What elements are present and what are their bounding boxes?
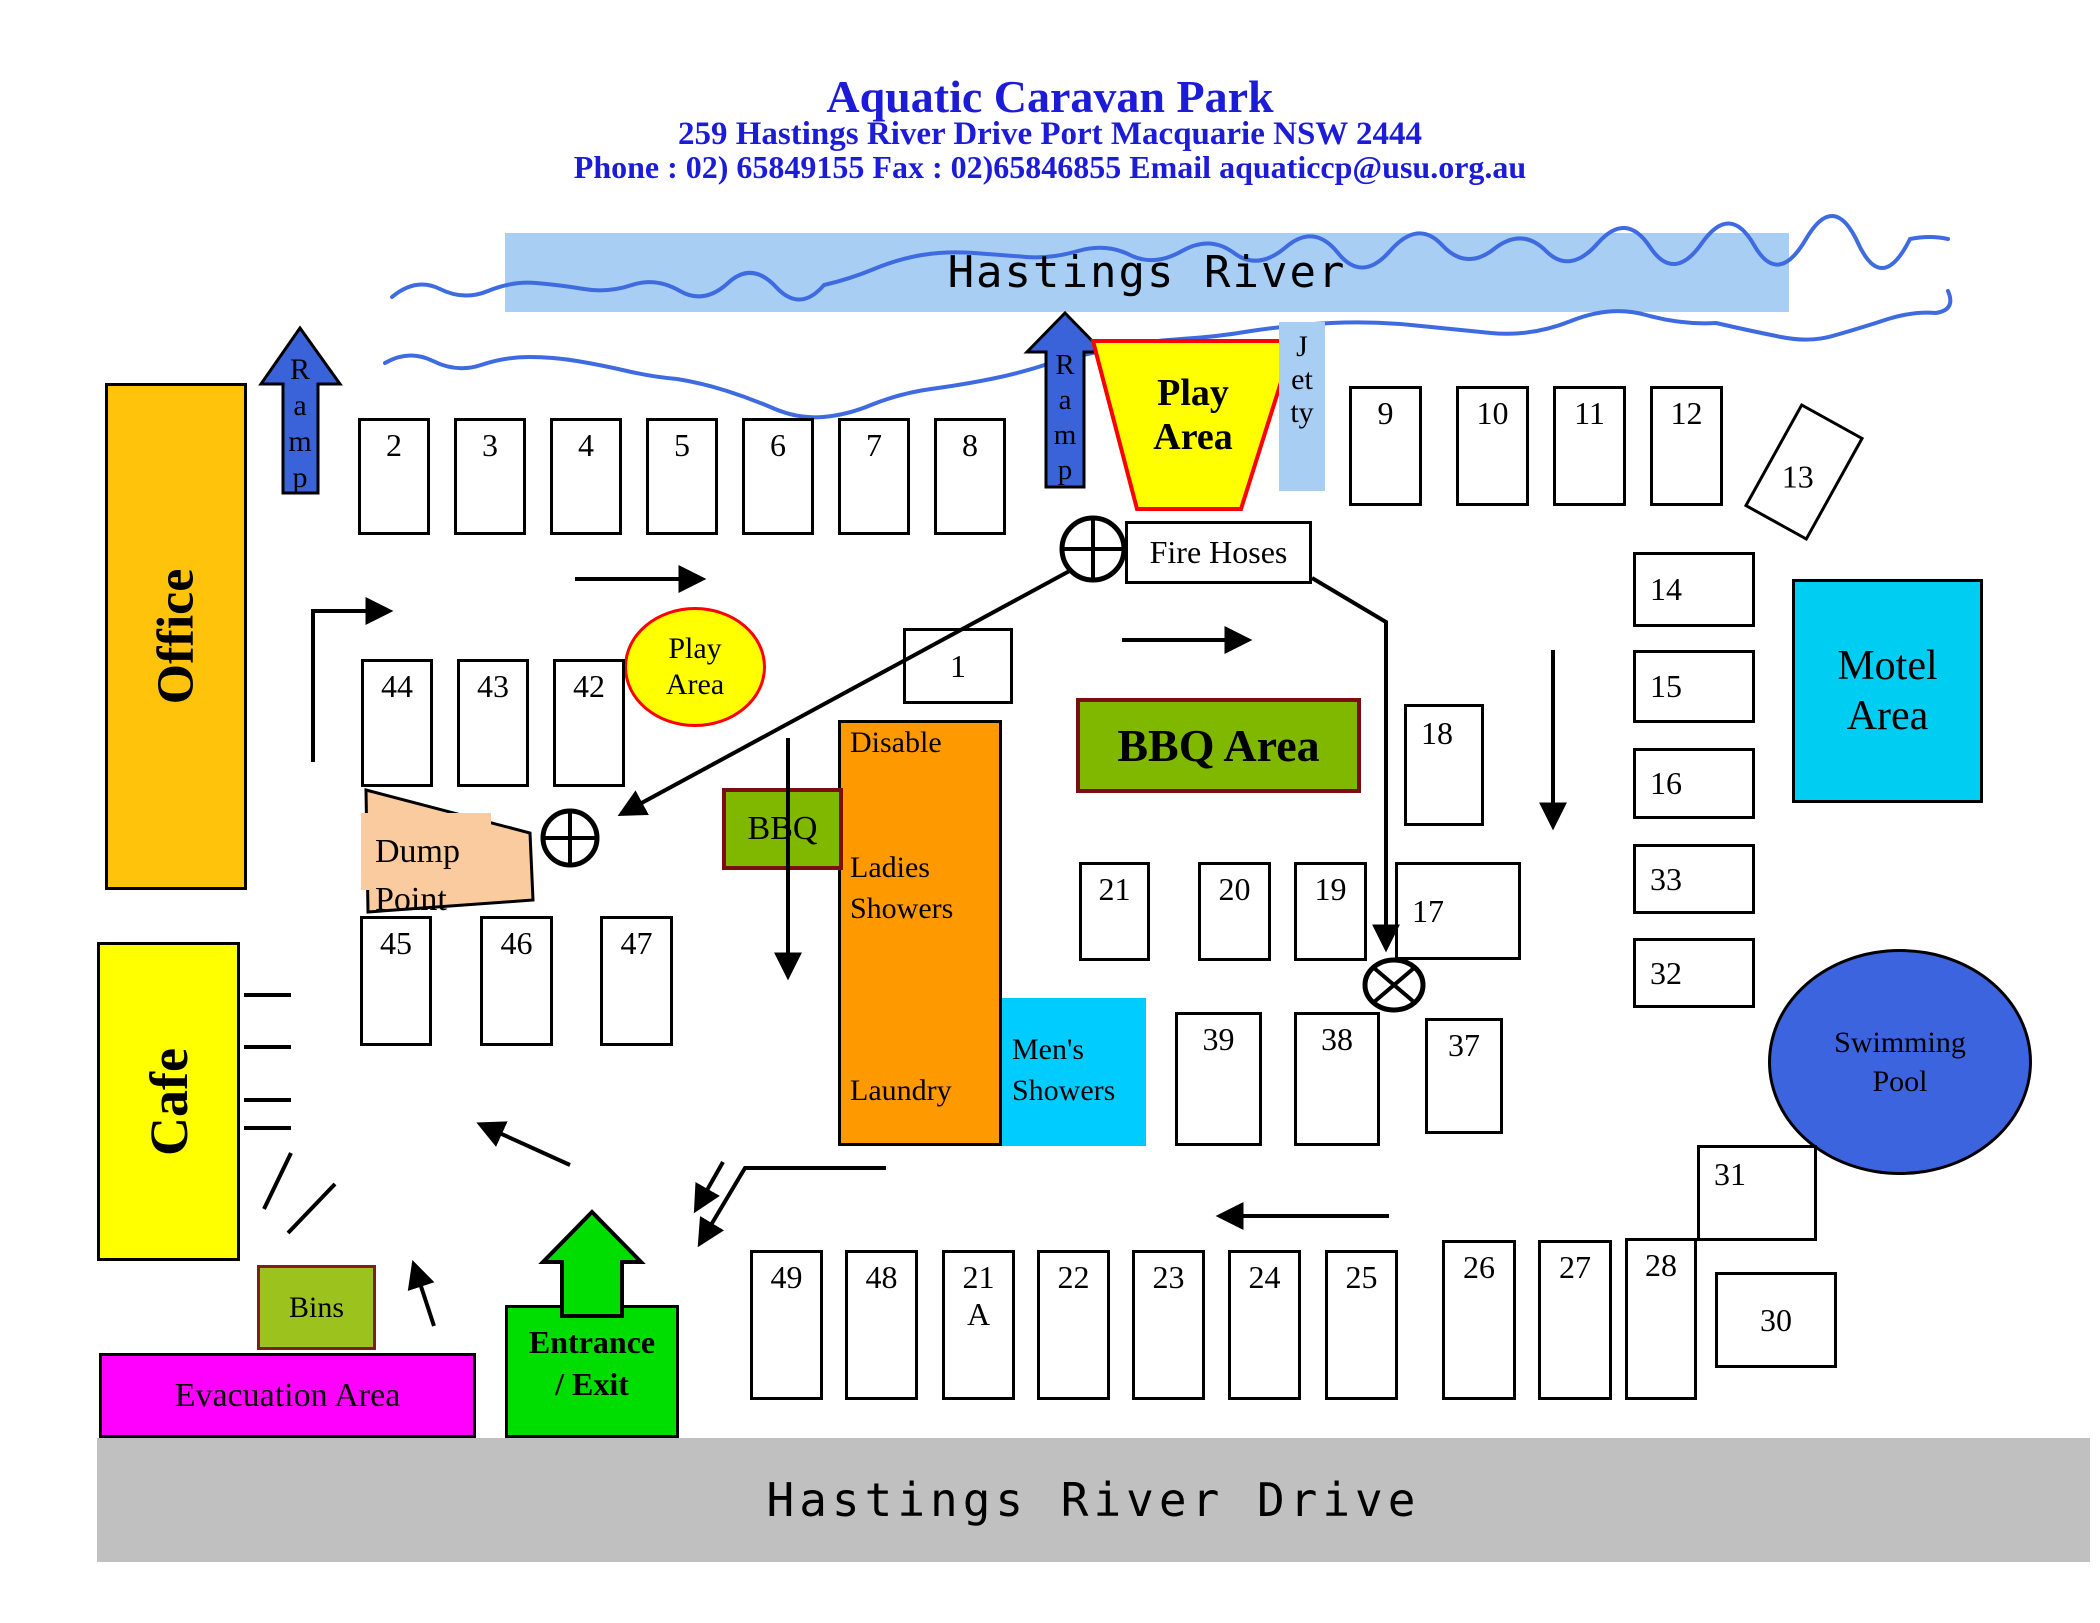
- site-15: 15: [1633, 650, 1755, 723]
- site-27: 27: [1538, 1240, 1612, 1400]
- site-12: 12: [1650, 386, 1723, 506]
- site-21a: 21 A: [942, 1250, 1015, 1400]
- site-10: 10: [1456, 386, 1529, 506]
- site-44: 44: [361, 659, 433, 787]
- entrance-exit-block: Entrance / Exit: [505, 1305, 679, 1438]
- bbq-block: BBQ: [722, 788, 843, 870]
- site-31: 31: [1697, 1145, 1817, 1241]
- evacuation-area-block: Evacuation Area: [99, 1353, 476, 1438]
- site-4: 4: [550, 418, 622, 535]
- site-32: 32: [1633, 938, 1755, 1008]
- site-47: 47: [600, 916, 673, 1046]
- river-banner: [505, 233, 1789, 312]
- site-39: 39: [1175, 1012, 1262, 1146]
- laundry-label: Laundry: [850, 1074, 952, 1107]
- cafe-block: Cafe: [97, 942, 240, 1261]
- site-26: 26: [1442, 1240, 1516, 1400]
- site-23: 23: [1132, 1250, 1205, 1400]
- site-7: 7: [838, 418, 910, 535]
- site-3: 3: [454, 418, 526, 535]
- site-43: 43: [457, 659, 529, 787]
- play-area-central-label: Play Area: [665, 632, 725, 701]
- site-17: 17: [1395, 862, 1521, 960]
- park-contact: Phone : 02) 65849155 Fax : 02)65846855 E…: [573, 149, 1527, 185]
- ramp-arrow-top-icon: [258, 325, 343, 495]
- jetty-label: Jetty: [1290, 330, 1314, 429]
- site-9: 9: [1349, 386, 1422, 506]
- site-20: 20: [1198, 862, 1271, 961]
- motel-area-label: Motel Area: [1837, 642, 1938, 739]
- site-21: 21: [1079, 862, 1150, 961]
- play-area-river-label: Play Area: [1153, 372, 1233, 458]
- swimming-pool-label: Swimming Pool: [1834, 1026, 1966, 1098]
- ladies-showers-label: Ladies Showers: [850, 851, 954, 925]
- bins-block: Bins: [257, 1265, 376, 1350]
- mens-showers-block: Men's Showers: [1002, 998, 1146, 1146]
- cafe-label: Cafe: [138, 1047, 199, 1156]
- fire-hoses-sign: Fire Hoses: [1125, 521, 1312, 584]
- dump-point-label: Dump Point: [375, 833, 460, 918]
- site-22: 22: [1037, 1250, 1110, 1400]
- dump-point-pad: [361, 813, 491, 890]
- bbq-area-block: BBQ Area: [1076, 698, 1361, 793]
- site-46: 46: [480, 916, 553, 1046]
- site-14: 14: [1633, 552, 1755, 627]
- play-area-river-shape: [1090, 339, 1297, 511]
- site-19: 19: [1294, 862, 1367, 961]
- river-label: Hastings River: [947, 247, 1347, 298]
- jetty-strip: Jetty: [1279, 322, 1325, 491]
- site-24: 24: [1228, 1250, 1301, 1400]
- disable-label: Disable: [850, 726, 942, 759]
- ramp-mid-label: Ramp: [1053, 349, 1077, 486]
- site-49: 49: [750, 1250, 823, 1400]
- site-5: 5: [646, 418, 718, 535]
- road-band: Hastings River Drive: [97, 1438, 2090, 1562]
- site-42: 42: [553, 659, 625, 787]
- site-6: 6: [742, 418, 814, 535]
- site-33: 33: [1633, 844, 1755, 914]
- play-area-central-shape: Play Area: [624, 607, 766, 727]
- office-block: Office: [105, 383, 247, 890]
- page-title: Aquatic Caravan Park: [826, 71, 1274, 122]
- entrance-exit-label: Entrance / Exit: [528, 1324, 656, 1402]
- site-45: 45: [360, 916, 432, 1046]
- park-address: 259 Hastings River Drive Port Macquarie …: [678, 116, 1422, 152]
- swimming-pool-shape: Swimming Pool: [1768, 949, 2032, 1175]
- ramp-top-label: Ramp: [288, 353, 312, 494]
- site-2: 2: [358, 418, 430, 535]
- site-8: 8: [934, 418, 1006, 535]
- site-48: 48: [845, 1250, 918, 1400]
- river-wave-upper: [390, 214, 1950, 302]
- site-38: 38: [1294, 1012, 1380, 1146]
- mens-showers-label: Men's Showers: [1012, 1033, 1116, 1107]
- site-25: 25: [1325, 1250, 1398, 1400]
- office-label: Office: [147, 568, 205, 705]
- site-37: 37: [1425, 1018, 1503, 1134]
- motel-area-block: Motel Area: [1792, 579, 1983, 803]
- site-16: 16: [1633, 748, 1755, 819]
- site-28: 28: [1625, 1238, 1697, 1400]
- site-11: 11: [1553, 386, 1626, 506]
- site-18: 18: [1404, 704, 1484, 826]
- site-30: 30: [1715, 1272, 1837, 1368]
- site-1: 1: [903, 628, 1013, 704]
